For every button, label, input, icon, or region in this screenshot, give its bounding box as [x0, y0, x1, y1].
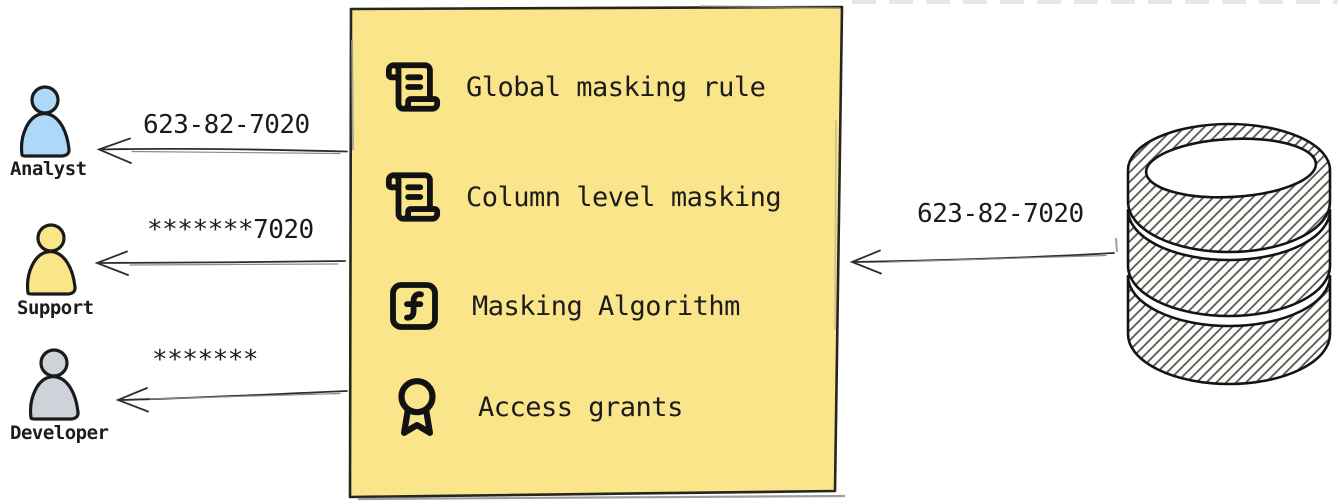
masking-item-algorithm: Masking Algorithm	[386, 275, 740, 337]
masking-item-label: Access grants	[478, 391, 683, 423]
masking-item-access-grants: Access grants	[386, 371, 683, 443]
support-figure-icon	[25, 223, 77, 296]
support-label: Support	[17, 297, 94, 319]
support-value: *******7020	[147, 215, 314, 245]
award-icon	[398, 378, 436, 436]
developer-label: Developer	[10, 422, 109, 444]
masking-item-label: Column level masking	[466, 181, 782, 213]
database-accent-stroke	[1115, 237, 1118, 253]
arrow-to-analyst	[96, 137, 348, 164]
arrow-to-support	[94, 250, 346, 276]
developer-figure-icon	[28, 348, 80, 421]
database-output-value: 623-82-7020	[917, 199, 1084, 229]
scroll-text-icon	[385, 62, 441, 112]
masking-item-global-rule: Global masking rule	[384, 56, 766, 118]
developer-value: *******	[152, 345, 259, 375]
arrow-to-developer	[115, 387, 348, 413]
scroll-text-icon	[385, 172, 441, 222]
masking-item-label: Global masking rule	[466, 71, 766, 103]
masking-item-column-masking: Column level masking	[384, 166, 782, 228]
arrow-database-to-box	[849, 249, 1115, 275]
database-icon	[1126, 122, 1332, 386]
masking-item-label: Masking Algorithm	[472, 290, 740, 322]
analyst-value: 623-82-7020	[143, 110, 310, 140]
function-square-icon	[390, 282, 438, 330]
analyst-label: Analyst	[10, 158, 87, 180]
analyst-figure-icon	[19, 85, 71, 158]
